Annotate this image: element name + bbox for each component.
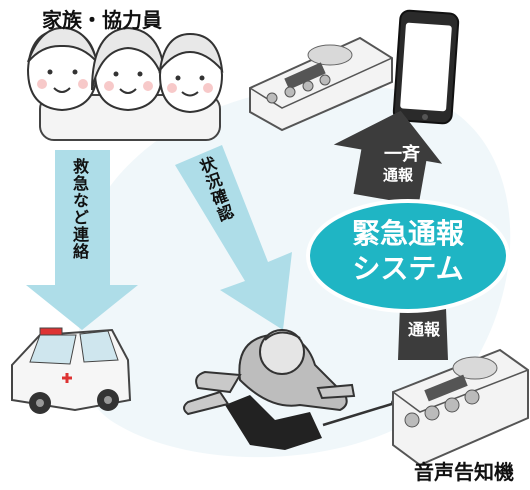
fallen-person-illustration <box>183 329 356 450</box>
system-label-line2: システム <box>352 252 464 285</box>
system-label-line1: 緊急通報 <box>351 217 464 250</box>
person-2-icon <box>91 26 167 112</box>
report-label: 通報 <box>407 320 440 339</box>
broadcast-label-line2: 通報 <box>382 166 413 184</box>
broadcast-arrow <box>333 110 443 206</box>
person-1-icon <box>26 26 99 112</box>
status-check-arrow <box>175 145 292 330</box>
emergency-contact-label: 救急など連絡 <box>70 158 89 260</box>
system-ellipse <box>306 199 510 313</box>
ambulance-illustration <box>11 327 132 414</box>
top-voice-device-illustration <box>249 36 393 132</box>
emergency-contact-arrow <box>26 150 138 330</box>
family-group-illustration <box>26 26 224 141</box>
broadcast-label-line1: 一斉 <box>384 144 420 165</box>
connector-line <box>322 401 396 427</box>
smartphone-icon <box>392 9 460 125</box>
family-label: 家族・協力員 <box>42 8 162 32</box>
bottom-voice-device-illustration <box>392 348 529 467</box>
device-label: 音声告知機 <box>414 460 514 484</box>
person-3-icon <box>158 32 224 114</box>
